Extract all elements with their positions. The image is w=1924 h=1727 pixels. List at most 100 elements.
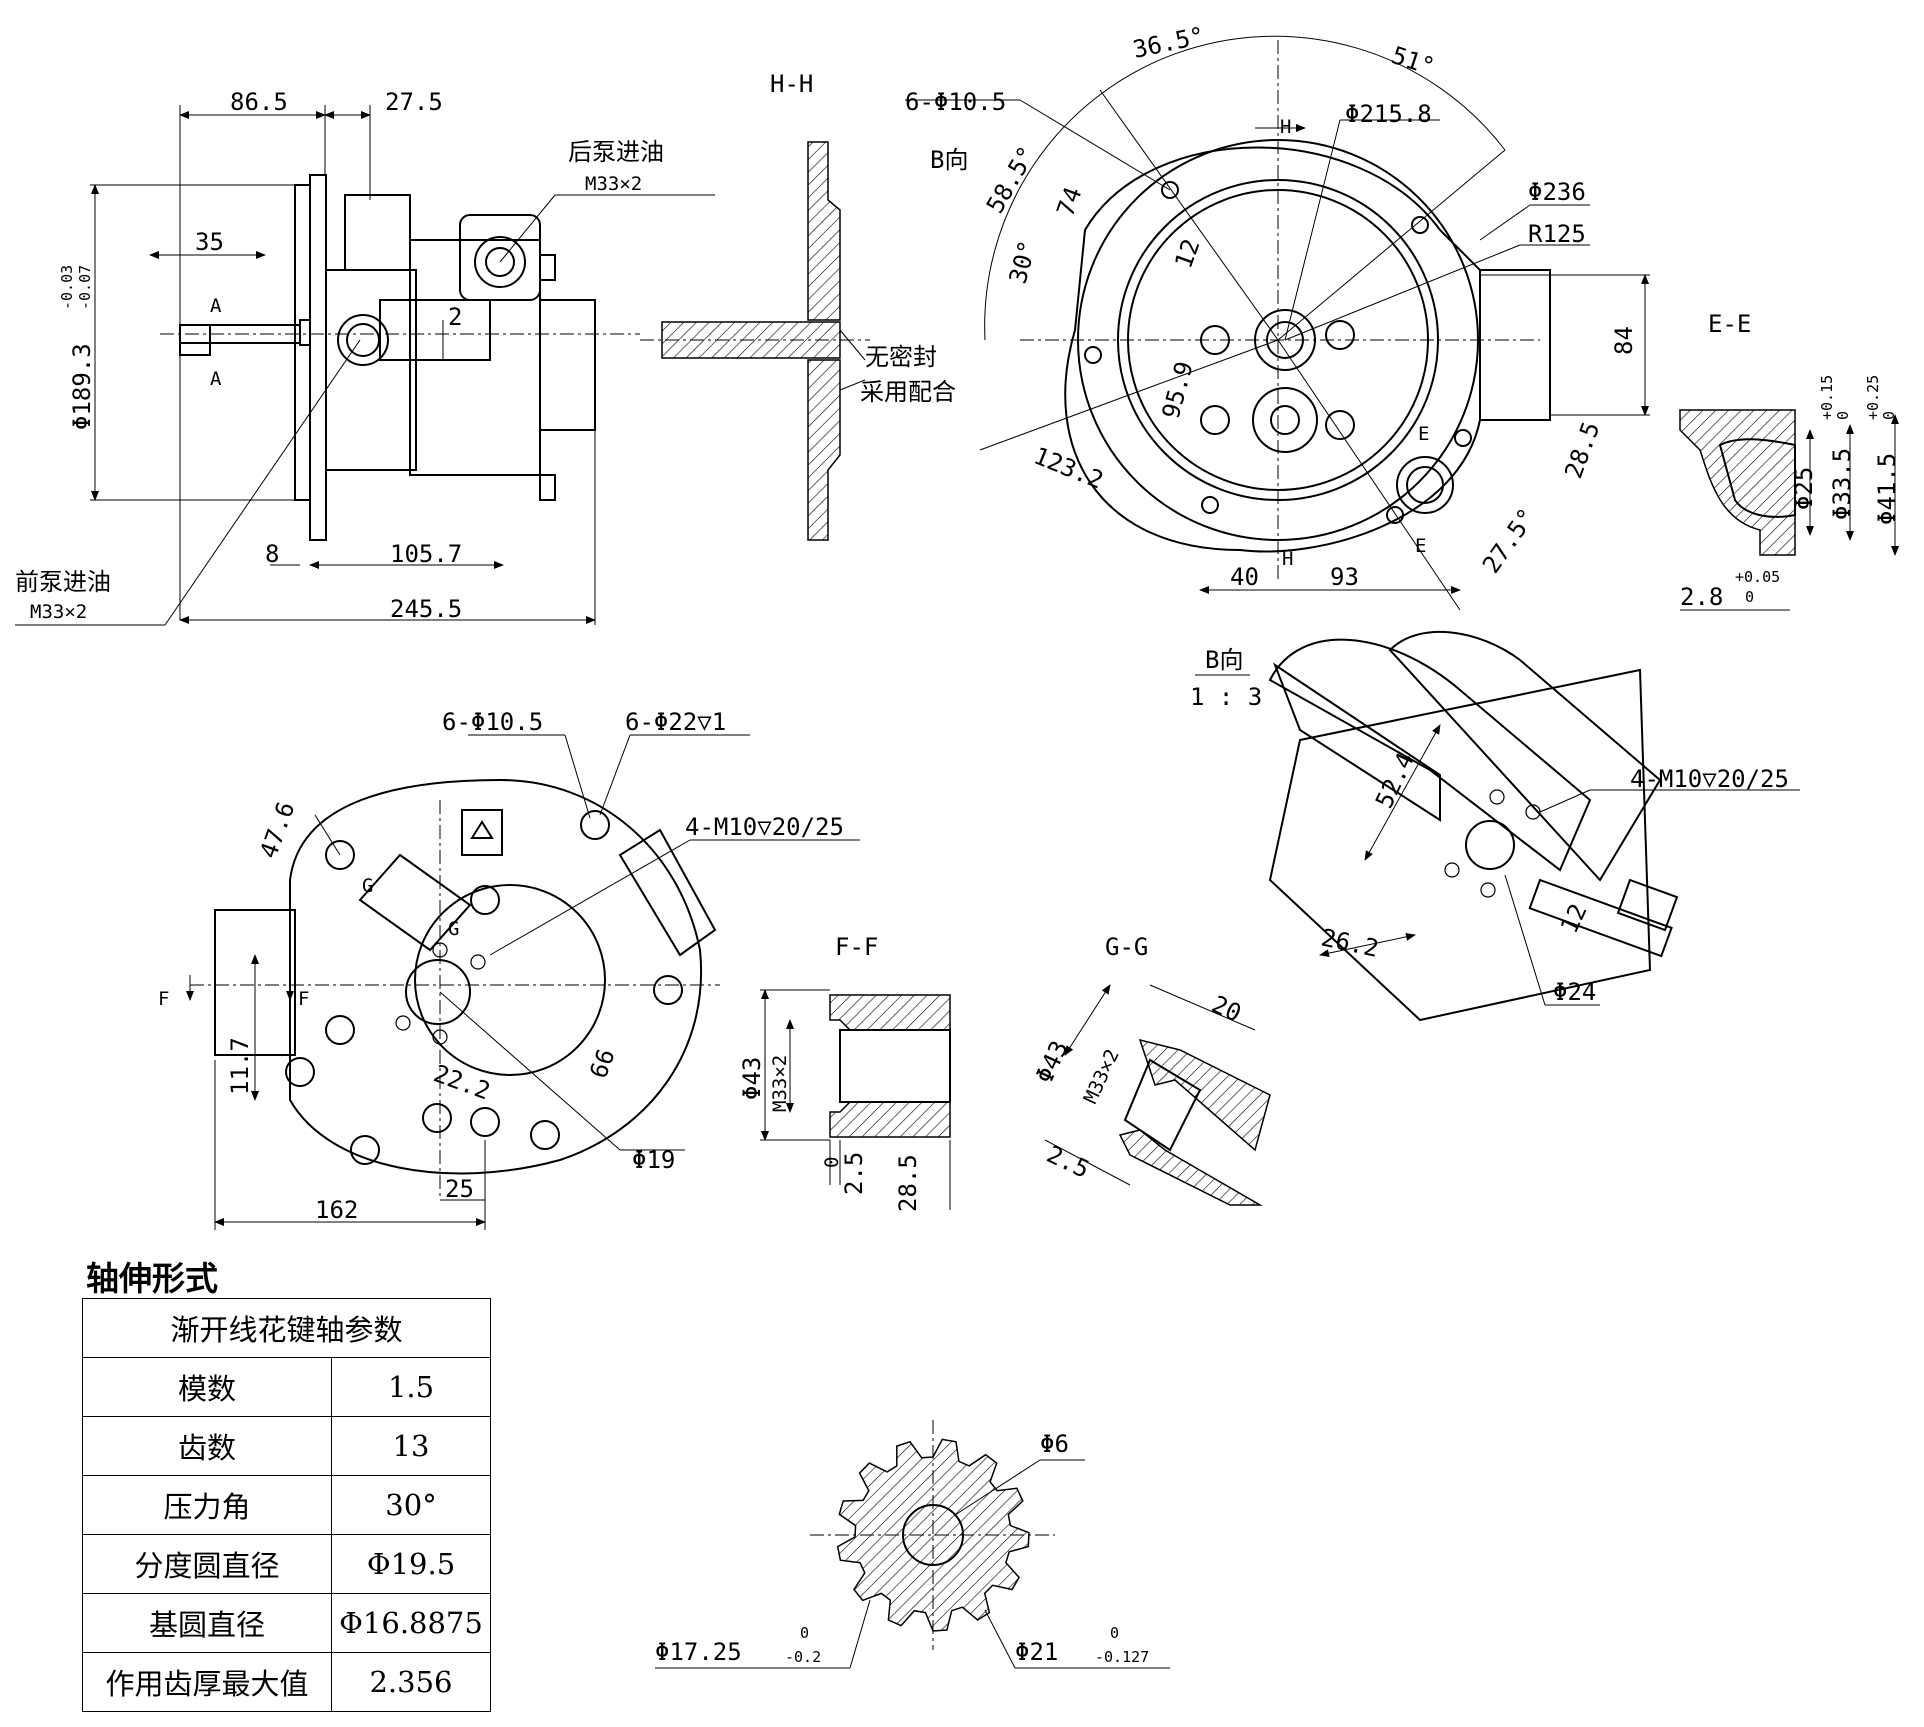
rear-inlet-label: 后泵进油 — [568, 138, 664, 166]
rear-mark-g-top: G — [362, 875, 373, 897]
tol-lower: -0.07 — [76, 265, 94, 310]
ee-tol-1-lower: 0 — [1834, 411, 1852, 420]
dim-245-5: 245.5 — [390, 595, 462, 623]
flange-radius-125: R125 — [1528, 220, 1586, 248]
gg-dim-2-5: 2.5 — [1042, 1140, 1093, 1184]
flange-hole-note: 6-Φ10.5 — [905, 88, 1006, 116]
rear-hole-note-22: 6-Φ22▽1 — [625, 708, 726, 736]
b-view-dim-12: 12 — [1555, 900, 1593, 938]
front-inlet-thread: M33×2 — [30, 601, 87, 623]
dim-2: 2 — [448, 303, 462, 331]
ee-tol-2-upper: +0.25 — [1864, 375, 1882, 420]
ff-dia-43: Φ43 — [738, 1057, 766, 1100]
front-inlet-label: 前泵进油 — [15, 568, 111, 596]
table-row: 压力角 30° — [82, 1475, 491, 1535]
gg-dim-20: 20 — [1207, 990, 1245, 1028]
rear-mark-g-bottom: G — [448, 918, 459, 940]
section-gg-title: G-G — [1105, 933, 1148, 961]
flange-b-dir: B向 — [930, 146, 968, 174]
ee-tol-3-lower: 0 — [1745, 588, 1754, 606]
dim-dia-189-3: Φ189.3 — [68, 343, 96, 430]
table-row: 基圆直径 Φ16.8875 — [82, 1593, 491, 1653]
section-mark-a-top: A — [210, 295, 222, 317]
table-param: 作用齿厚最大值 — [82, 1652, 332, 1712]
ee-dia-41-5: Φ41.5 — [1873, 453, 1901, 525]
flange-angle-36-5: 36.5° — [1130, 21, 1206, 63]
spline-tip-tol-upper: 0 — [1110, 1624, 1119, 1642]
spline-root-tol-lower: -0.2 — [785, 1648, 821, 1666]
flange-dim-28-5: 28.5 — [1559, 418, 1605, 482]
spline-root-dia: Φ17.25 — [655, 1638, 742, 1666]
flange-dim-95-9: 95.9 — [1157, 358, 1199, 421]
rear-dim-66: 66 — [584, 1045, 620, 1082]
b-view-dia-24: Φ24 — [1553, 978, 1596, 1006]
flange-mark-h-bottom: H — [1282, 548, 1293, 570]
spline-parameter-table: 渐开线花键轴参数 模数 1.5 齿数 13 压力角 30° 分度圆直径 Φ19.… — [82, 1298, 491, 1712]
flange-dim-123-2: 123.2 — [1030, 442, 1107, 495]
flange-angle-30: 30° — [1004, 237, 1042, 286]
b-view-dim-26-2: 26.2 — [1319, 923, 1381, 962]
rear-dim-11-7: 11.7 — [226, 1037, 254, 1095]
gg-thread: M33×2 — [1080, 1046, 1124, 1107]
flange-view: B向 6-Φ10.5 Φ215.8 Φ236 R125 36.5° 51° 58… — [905, 21, 1650, 611]
section-hh: H-H 无密封 采用配合 — [640, 70, 956, 541]
rear-mark-f-right: F — [298, 988, 309, 1010]
rear-dim-47-6: 47.6 — [254, 798, 300, 862]
section-ff: F-F Φ43 M33×2 0 2.5 28.5 — [738, 933, 951, 1212]
b-view-scale: 1 : 3 — [1190, 683, 1262, 711]
rear-dia-19: Φ19 — [632, 1146, 675, 1174]
hh-note-fit: 采用配合 — [860, 378, 956, 406]
flange-angle-27-5: 27.5° — [1477, 503, 1541, 578]
flange-mark-e-top: E — [1418, 423, 1429, 445]
table-param: 模数 — [82, 1357, 332, 1417]
flange-dia-236: Φ236 — [1528, 178, 1586, 206]
ee-dim-2-8: 2.8 — [1680, 583, 1723, 611]
dim-35: 35 — [195, 228, 224, 256]
flange-dim-12: 12 — [1169, 235, 1205, 272]
flange-angle-51: 51° — [1388, 41, 1438, 81]
tol-upper: -0.03 — [58, 265, 76, 310]
rear-thread-note: 4-M10▽20/25 — [685, 813, 844, 841]
gg-dia-43: Φ43 — [1030, 1036, 1074, 1087]
section-ee: E-E Φ25 Φ33.5 Φ41.5 2.8 +0.15 0 +0.25 0 … — [1679, 310, 1901, 611]
flange-mark-h-top: H — [1280, 116, 1291, 138]
table-row: 作用齿厚最大值 2.356 — [82, 1652, 491, 1712]
flange-dim-74: 74 — [1051, 183, 1087, 220]
rear-inlet-thread: M33×2 — [585, 173, 642, 195]
flange-mark-e-bottom: E — [1415, 535, 1426, 557]
ee-tol-1-upper: +0.15 — [1818, 375, 1836, 420]
front-view: 86.5 27.5 35 2 8 105.7 245.5 Φ189.3 -0.0… — [15, 88, 715, 626]
section-ee-title: E-E — [1708, 310, 1751, 338]
b-view-thread-note: 4-M10▽20/25 — [1630, 765, 1789, 793]
ff-dim-2-5: 2.5 — [840, 1152, 868, 1195]
table-row: 模数 1.5 — [82, 1357, 491, 1417]
b-view-title: B向 — [1205, 646, 1243, 674]
flange-dim-40: 40 — [1230, 563, 1259, 591]
table-value: Φ19.5 — [331, 1534, 491, 1594]
spline-table-heading: 轴伸形式 — [86, 1259, 218, 1298]
table-title-cell: 渐开线花键轴参数 — [82, 1298, 491, 1358]
table-value: 2.356 — [331, 1652, 491, 1712]
b-view: B向 1 : 3 4-M10▽20/25 52.4 26.2 12 Φ24 — [1190, 630, 1800, 1022]
dim-27-5: 27.5 — [385, 88, 443, 116]
spline-view: Φ6 Φ17.25 0 -0.2 Φ21 0 -0.127 — [655, 1420, 1170, 1669]
spline-root-tol-upper: 0 — [800, 1624, 809, 1642]
rear-dim-162: 162 — [315, 1196, 358, 1224]
flange-dim-84: 84 — [1610, 326, 1638, 355]
table-param: 齿数 — [82, 1416, 332, 1476]
rear-hole-note-10-5: 6-Φ10.5 — [442, 708, 543, 736]
flange-dia-215-8: Φ215.8 — [1345, 100, 1432, 128]
ff-thread: M33×2 — [769, 1055, 791, 1112]
dim-86-5: 86.5 — [230, 88, 288, 116]
rear-dim-22-2: 22.2 — [430, 1059, 494, 1105]
spline-hole-dia: Φ6 — [1040, 1430, 1069, 1458]
ff-dim-0: 0 — [821, 1157, 843, 1168]
table-row: 分度圆直径 Φ19.5 — [82, 1534, 491, 1594]
spline-tip-tol-lower: -0.127 — [1095, 1648, 1149, 1666]
table-row: 齿数 13 — [82, 1416, 491, 1476]
rear-mark-f-left: F — [158, 988, 169, 1010]
ff-dim-28-5: 28.5 — [894, 1154, 922, 1212]
dim-8: 8 — [265, 540, 279, 568]
table-value: 13 — [331, 1416, 491, 1476]
